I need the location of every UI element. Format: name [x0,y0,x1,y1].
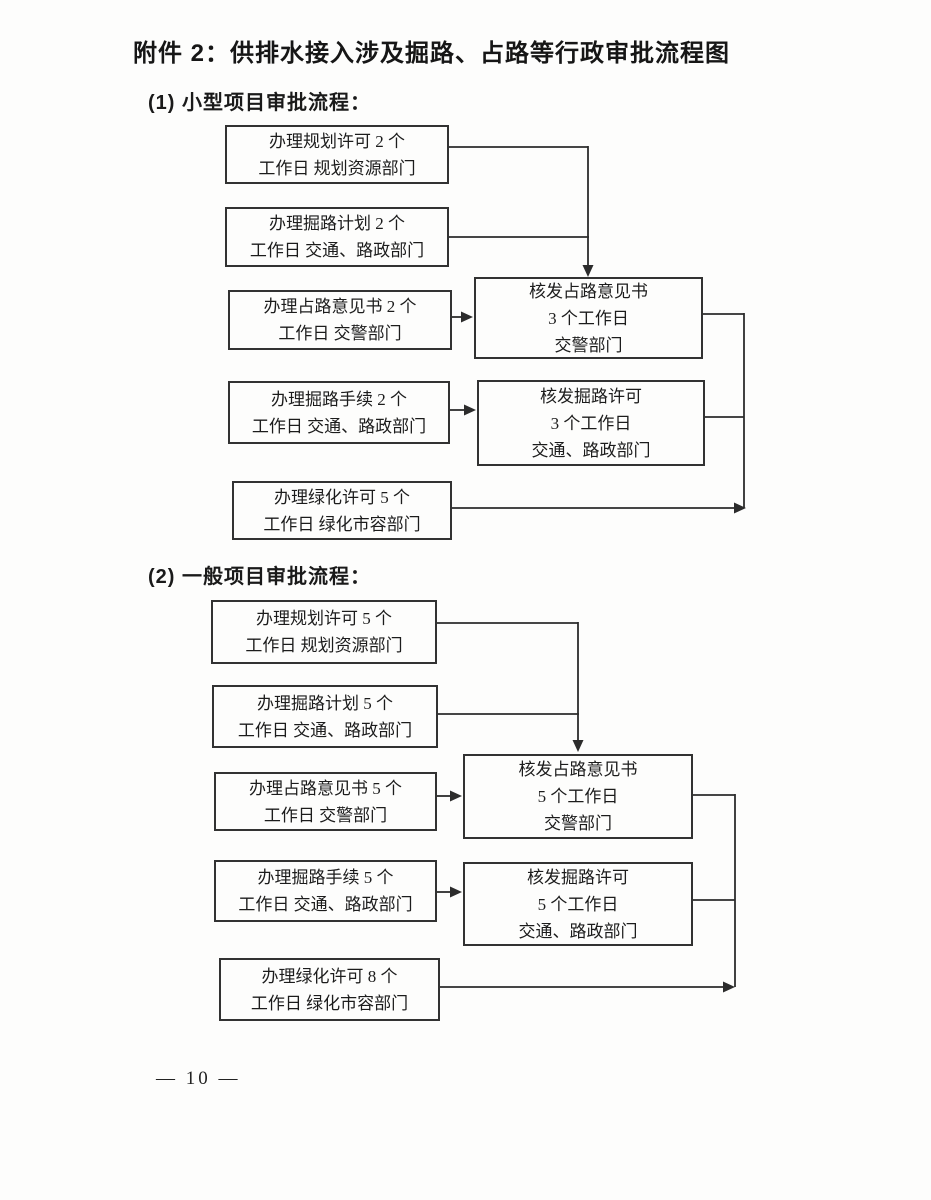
flow-box-line: 办理掘路手续 2 个 [271,389,407,409]
arrowhead-right [461,311,473,323]
flow-box-s1-issue-road-dig-permit: 核发掘路许可 3 个工作日 交通、路政部门 [477,380,705,466]
flow-box-line: 工作日 绿化市容部门 [250,993,409,1013]
flow-box-line: 5 个工作日 [537,894,619,914]
arrowhead-down [572,740,584,752]
flow-box-line: 交通、路政部门 [531,440,651,460]
flow-box-s1-apply-road-dig-plan: 办理掘路计划 2 个 工作日 交通、路政部门 [225,207,449,267]
flow-box-line: 3 个工作日 [548,308,629,328]
flow-box-s1-apply-greening-permit: 办理绿化许可 5 个 工作日 绿化市容部门 [232,481,452,540]
flow-box-line: 工作日 交通、路政部门 [251,416,427,436]
flow-box-line: 工作日 绿化市容部门 [263,514,421,534]
flow-box-line: 工作日 交通、路政部门 [238,895,413,914]
flow-box-line: 办理规划许可 5 个 [256,609,392,628]
flow-box-line: 3 个工作日 [550,413,632,433]
flow-box-s2-apply-road-dig-procedure: 办理掘路手续 5 个 工作日 交通、路政部门 [214,860,437,922]
page-number: — 10 — [156,1068,241,1089]
flow-box-s2-apply-planning-permit: 办理规划许可 5 个 工作日 规划资源部门 [211,600,437,664]
flow-box-s2-apply-road-occupation-opinion: 办理占路意见书 5 个 工作日 交警部门 [214,772,437,831]
flow-box-s2-issue-road-dig-permit: 核发掘路许可 5 个工作日 交通、路政部门 [463,862,693,946]
flow-box-line: 工作日 交通、路政部门 [237,720,413,740]
flow-box-s2-issue-road-occupation-opinion: 核发占路意见书 5 个工作日 交警部门 [463,754,693,839]
flow-box-line: 办理绿化许可 5 个 [274,487,410,507]
flow-box-line: 办理掘路手续 5 个 [257,868,394,887]
flow-box-line: 交通、路政部门 [518,921,638,941]
arrowhead-right [723,981,735,993]
flow-box-line: 工作日 规划资源部门 [245,636,403,655]
flow-box-s1-apply-road-dig-procedure: 办理掘路手续 2 个 工作日 交通、路政部门 [228,381,450,444]
flow-box-s2-apply-greening-permit: 办理绿化许可 8 个 工作日 绿化市容部门 [219,958,440,1021]
flow-box-line: 5 个工作日 [537,787,619,806]
arrowhead-down [582,265,594,277]
flow-box-line: 交警部门 [544,814,612,833]
flow-box-line: 交警部门 [554,335,623,355]
flow-box-line: 核发占路意见书 [518,760,638,779]
arrowhead-right [450,886,462,898]
flow-box-line: 核发掘路许可 [527,867,629,887]
page-title: 附件 2：供排水接入涉及掘路、占路等行政审批流程图 [133,40,731,67]
flow-box-line: 办理规划许可 2 个 [269,131,405,151]
flow-box-line: 核发掘路许可 [540,386,642,406]
flow-box-line: 核发占路意见书 [529,281,648,301]
flow-box-line: 工作日 交警部门 [263,805,388,825]
flow-box-s1-apply-planning-permit: 办理规划许可 2 个 工作日 规划资源部门 [225,125,449,184]
flow-box-s1-issue-road-occupation-opinion: 核发占路意见书 3 个工作日 交警部门 [474,277,703,359]
flow-box-line: 办理绿化许可 8 个 [261,966,398,986]
arrowhead-right [450,790,462,802]
flow-box-line: 办理掘路计划 5 个 [257,693,393,713]
arrowhead-right [464,404,476,416]
flow-box-line: 工作日 交警部门 [278,324,402,343]
arrowhead-right [734,502,746,514]
section-2-heading: (2) 一般项目审批流程： [148,566,371,588]
flow-box-line: 办理占路意见书 2 个 [263,297,417,316]
flow-box-line: 办理掘路计划 2 个 [269,214,405,233]
flow-box-line: 办理占路意见书 5 个 [249,778,402,798]
flow-box-line: 工作日 交通、路政部门 [249,241,425,260]
flow-box-s2-apply-road-dig-plan: 办理掘路计划 5 个 工作日 交通、路政部门 [212,685,438,748]
flow-box-s1-apply-road-occupation-opinion: 办理占路意见书 2 个 工作日 交警部门 [228,290,452,350]
section-1-heading: (1) 小型项目审批流程： [148,92,371,114]
flow-box-line: 工作日 规划资源部门 [258,158,416,178]
